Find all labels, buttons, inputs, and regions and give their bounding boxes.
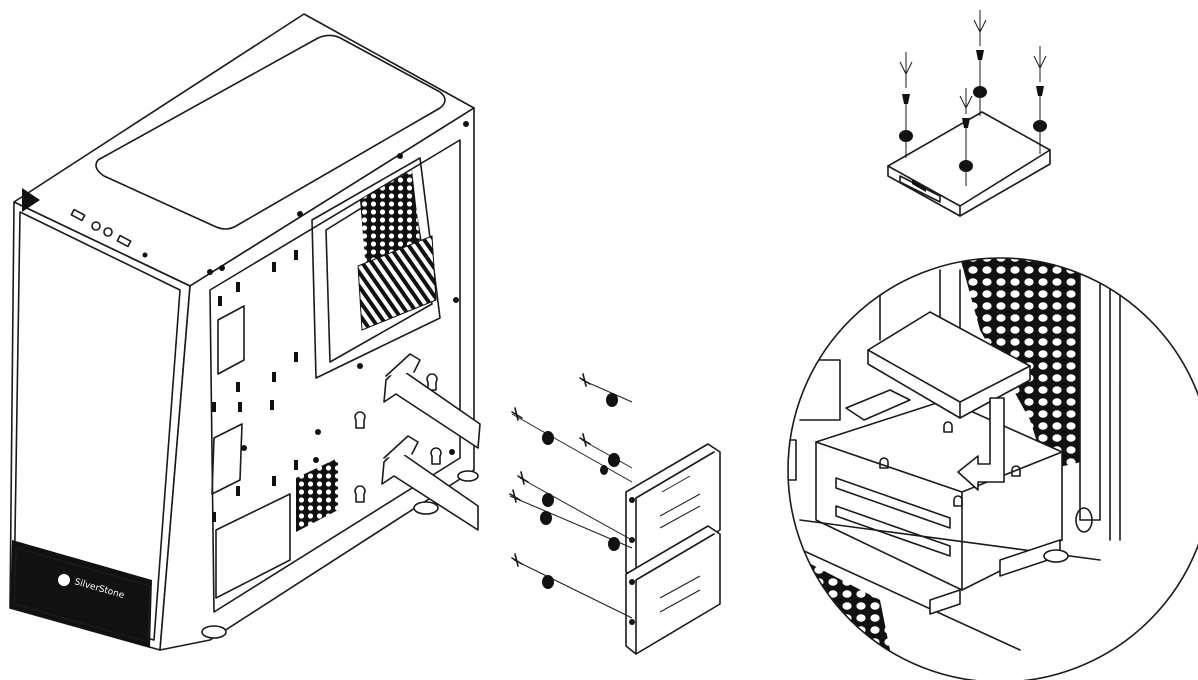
ssd-drive-magnified (867, 311, 1031, 419)
screw-arrow-icon (973, 10, 987, 116)
insertion-arrow (957, 397, 1005, 491)
rubber-grommet-icon (540, 511, 552, 525)
rubber-grommet-icon (606, 393, 618, 407)
bracket-screws (509, 373, 633, 619)
chassis-foot (457, 470, 479, 482)
screw-arrow-icon (1033, 46, 1047, 154)
ssd-mounting-detail (887, 10, 1051, 217)
chassis-foot (413, 501, 439, 515)
drive-bracket-upper (625, 443, 721, 581)
drive-bracket-lower (625, 525, 721, 655)
top-glass-window (95, 34, 446, 230)
pc-chassis: SilverStone (9, 13, 479, 651)
tray-holes (207, 121, 469, 522)
keyhole-mounts (354, 373, 442, 503)
usb-port (70, 208, 86, 222)
tray-cutouts (211, 157, 441, 599)
screw-icon (511, 553, 523, 567)
screw-icon (511, 407, 523, 421)
screw-arrow-icon (959, 88, 973, 186)
motherboard-tray (209, 139, 461, 613)
screw-icon (517, 471, 529, 485)
screw-icon (579, 373, 591, 387)
mic-jack-icon (103, 227, 113, 237)
usb-port (116, 234, 132, 248)
front-io-panel (70, 208, 148, 258)
front-bottom-strip (10, 540, 152, 648)
screw-icon (509, 489, 521, 503)
front-panel-inner (13, 211, 181, 641)
magnifier-circle (787, 257, 1198, 680)
rubber-grommet-icon (608, 453, 620, 467)
front-triangle-logo (22, 188, 40, 212)
power-led-icon (142, 252, 148, 258)
chassis-foot (201, 625, 227, 639)
magnified-detail-view (787, 257, 1198, 680)
rubber-grommet-icon (542, 575, 554, 589)
rubber-grommet-icon (542, 493, 554, 507)
screw-arrow-icon (899, 52, 913, 158)
screw-icon (579, 433, 591, 447)
audio-jack-icon (91, 221, 101, 231)
install-arrow-upper (383, 353, 481, 449)
rubber-grommet-icon (600, 465, 608, 475)
rubber-grommet-icon (542, 431, 554, 445)
rubber-grommet-icon (608, 537, 620, 551)
install-arrow-lower (381, 435, 479, 531)
